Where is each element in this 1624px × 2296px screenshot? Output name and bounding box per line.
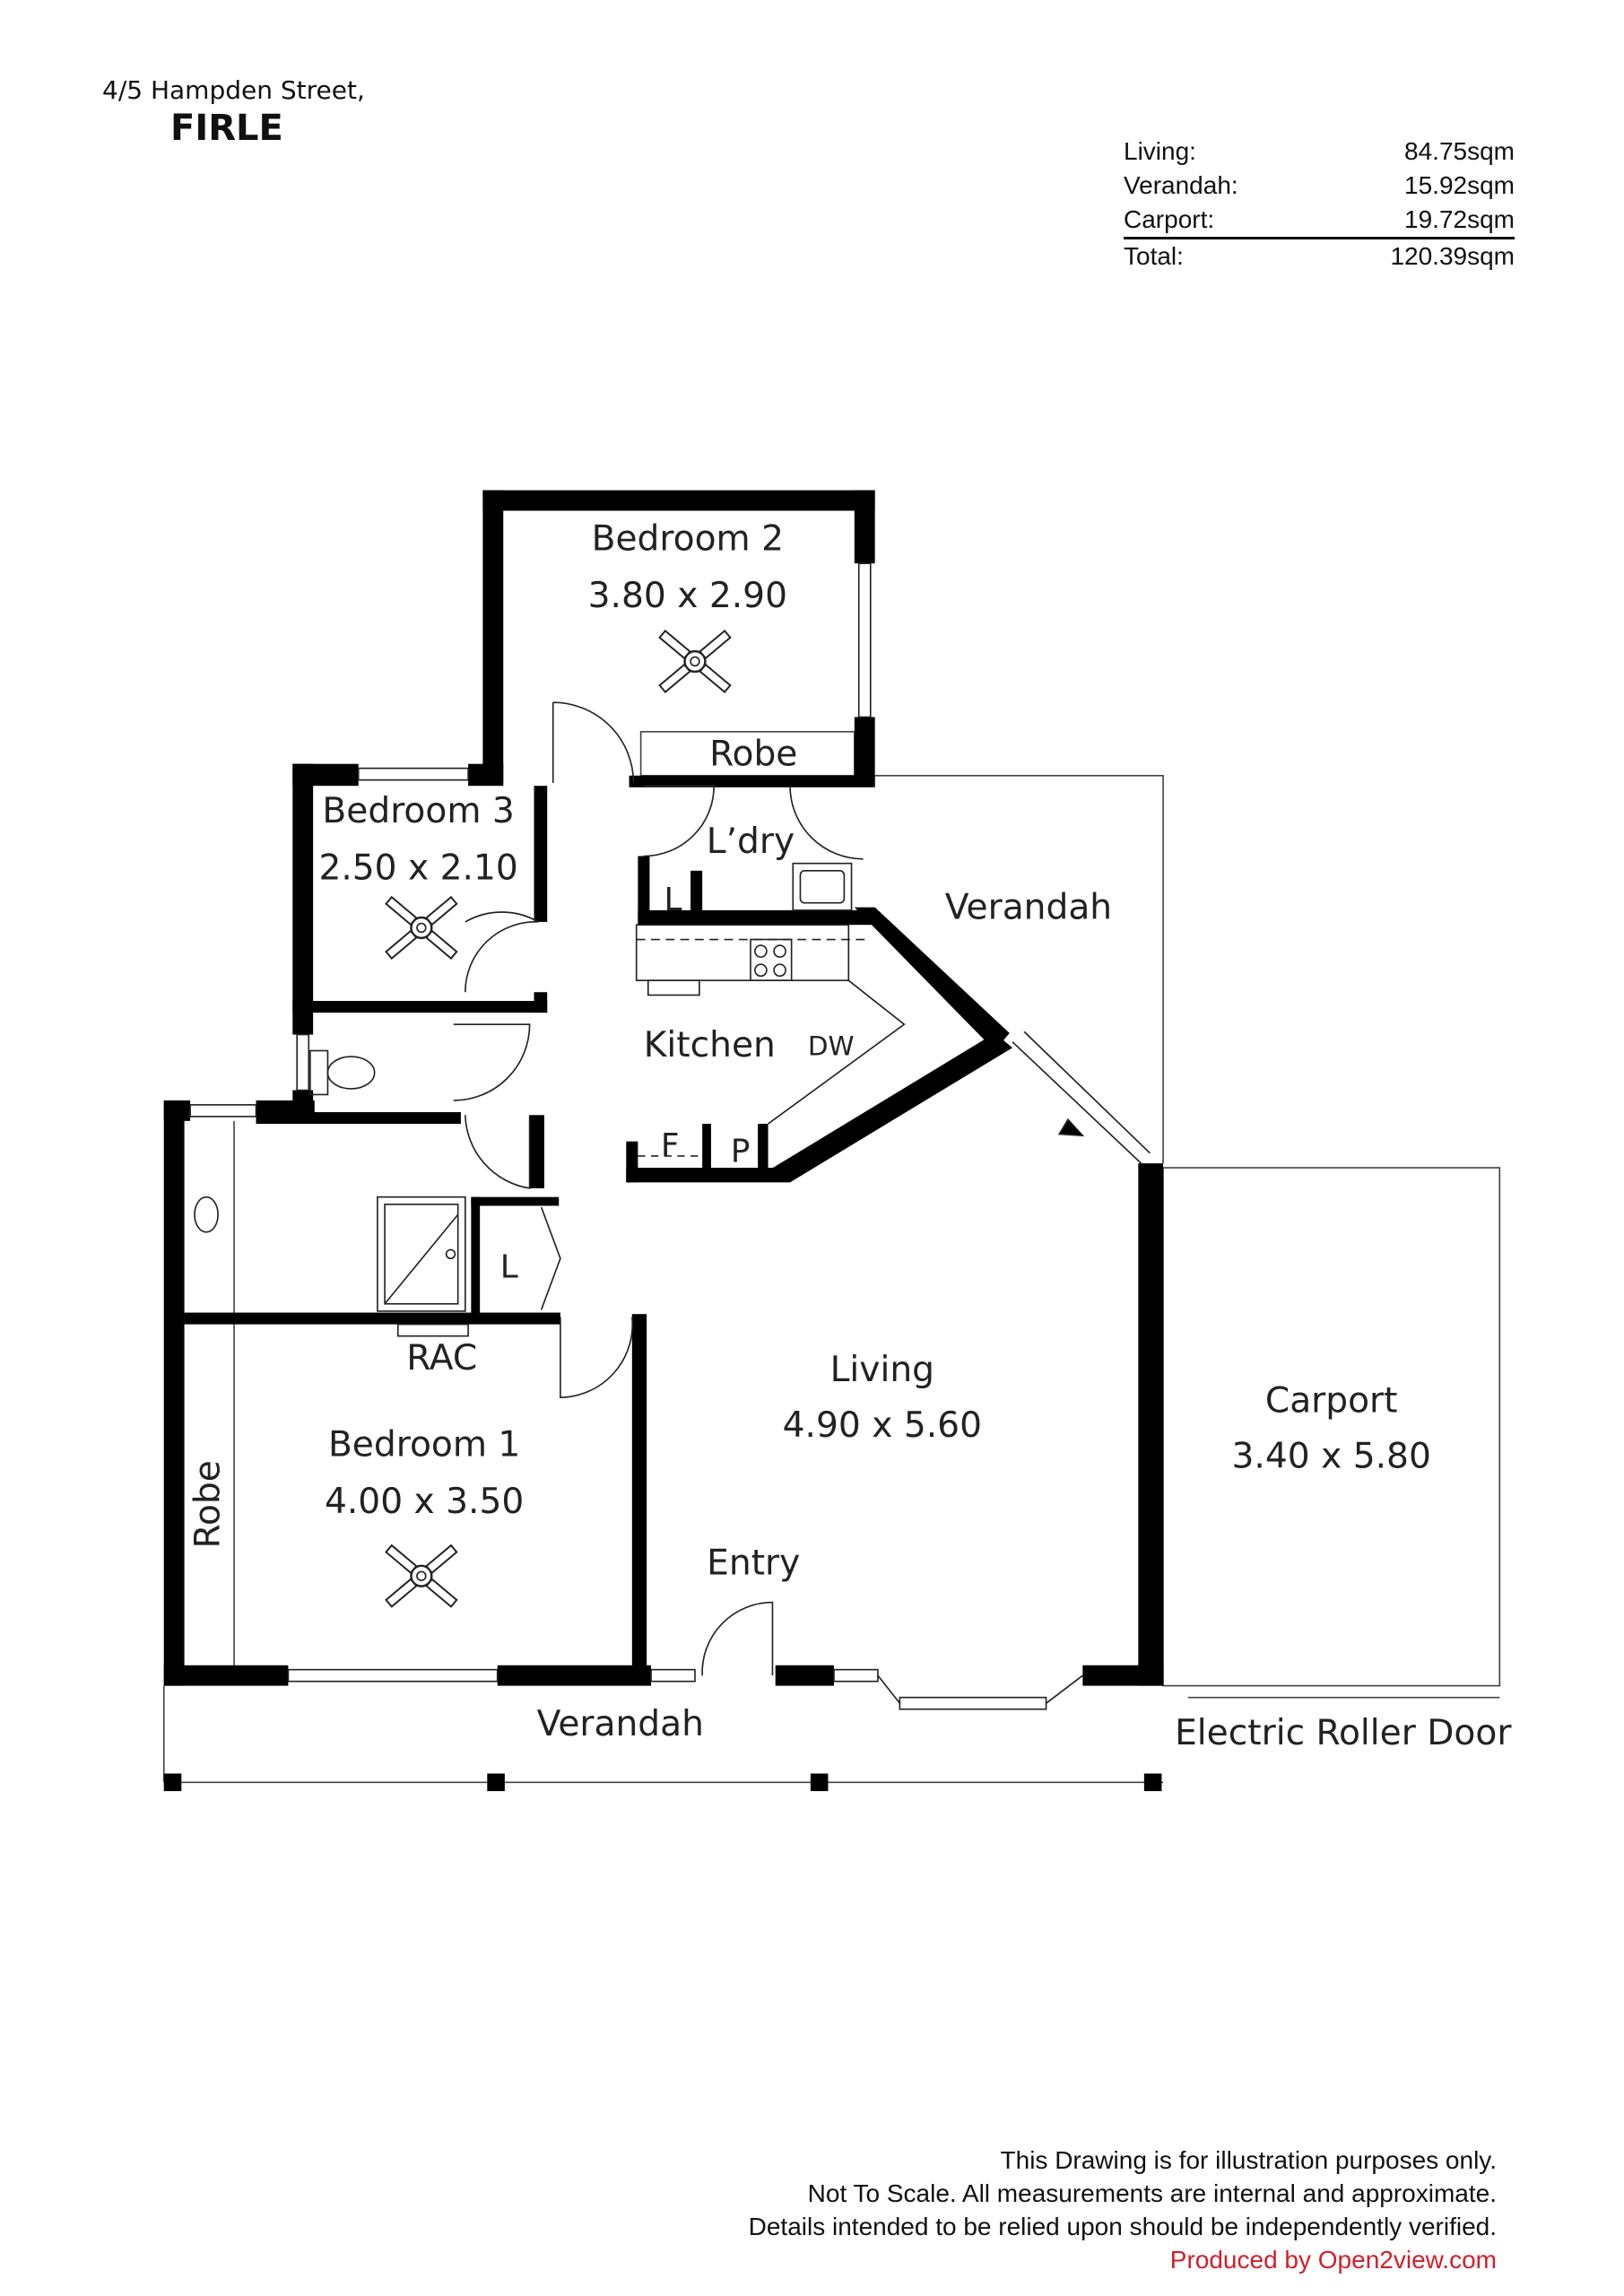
area-row-carport: Carport: 19.72sqm [1124,203,1515,237]
disclaimer-line: This Drawing is for illustration purpose… [1000,2146,1497,2174]
rac-label: RAC [406,1338,477,1378]
robe-label: Robe [188,1460,229,1548]
disclaimer-line: Details intended to be relied upon shoul… [748,2213,1497,2240]
robe-label: Robe [709,734,797,774]
disclaimer-line: Not To Scale. All measurements are inter… [807,2179,1497,2207]
doors-windows [189,562,1151,1710]
room-label-bedroom3: Bedroom 3 [322,791,514,831]
verandah-side-label: Verandah [945,888,1112,928]
kitchen-label: Kitchen [644,1025,776,1065]
room-label-bedroom1: Bedroom 1 [328,1424,520,1465]
room-label-living: Living [830,1350,934,1390]
address-line: 4/5 Hampden Street, [102,75,365,105]
area-label: Total: [1124,242,1184,270]
verandah-front-label: Verandah [537,1704,704,1744]
room-dims-carport: 3.40 x 5.80 [1232,1436,1431,1476]
area-value: 84.75sqm [1404,137,1515,165]
area-row-living: Living: 84.75sqm [1124,135,1515,169]
area-label: Carport: [1124,205,1215,233]
room-dims-bedroom2: 3.80 x 2.90 [588,576,787,616]
roller-door-label: Electric Roller Door [1175,1713,1512,1753]
room-dims-bedroom1: 4.00 x 3.50 [325,1482,524,1522]
pantry-label: P [731,1133,751,1170]
area-value: 15.92sqm [1404,171,1515,199]
disclaimer: This Drawing is for illustration purpose… [749,2144,1497,2276]
area-value: 19.72sqm [1404,205,1515,233]
room-dims-bedroom3: 2.50 x 2.10 [318,848,517,889]
area-label: Verandah: [1124,171,1238,199]
area-value: 120.39sqm [1390,242,1515,270]
room-label-carport: Carport [1265,1380,1398,1421]
outdoor-outlines [162,731,1501,1784]
fridge-label: F [661,1127,680,1164]
verandah-posts [163,1773,1162,1792]
walls [163,490,1164,1686]
entry-label: Entry [707,1544,800,1584]
linen-label: L [500,1248,518,1285]
area-row-verandah: Verandah: 15.92sqm [1124,169,1515,203]
dishwasher-label: DW [808,1031,855,1061]
area-row-total: Total: 120.39sqm [1124,237,1515,274]
producer-credit: Produced by Open2view.com [1169,2246,1497,2274]
suburb-title: FIRLE [170,108,283,149]
room-label-bedroom2: Bedroom 2 [592,519,784,560]
area-summary-table: Living: 84.75sqm Verandah: 15.92sqm Carpor… [1124,135,1515,274]
laundry-label: L’dry [707,822,795,862]
linen-label: L [664,882,682,918]
room-dims-living: 4.90 x 5.60 [783,1405,982,1446]
area-label: Living: [1124,137,1196,165]
